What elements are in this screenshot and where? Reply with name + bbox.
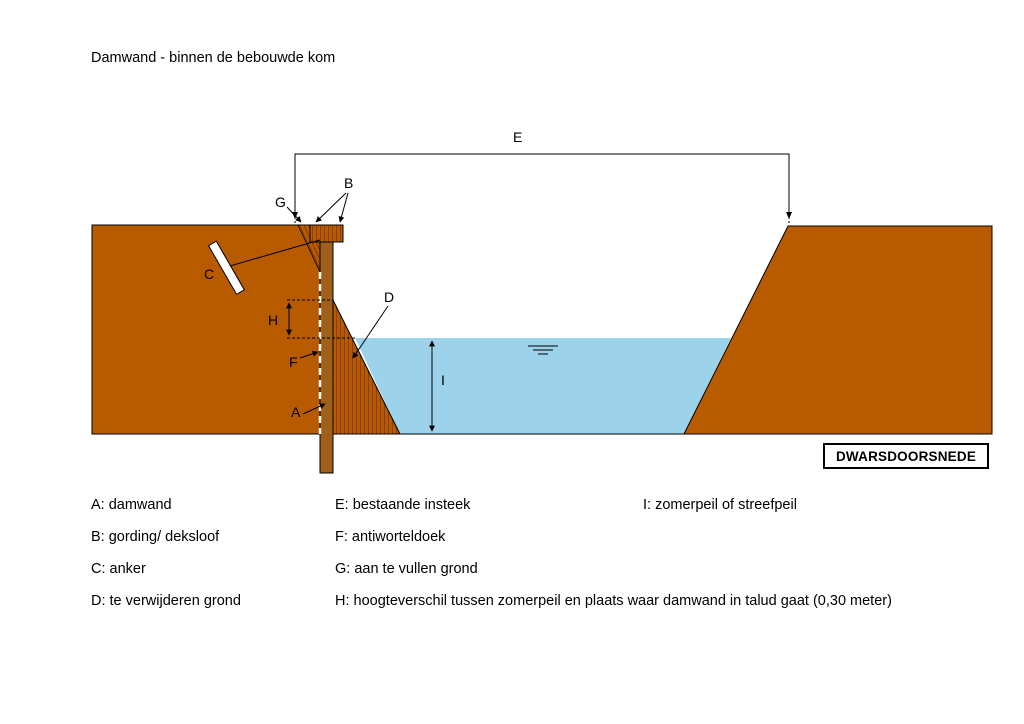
legend-item-b: B: gording/ deksloof	[91, 529, 220, 545]
anchor-c	[207, 239, 321, 295]
section-label: DWARSDOORSNEDE	[823, 443, 989, 469]
label-d: D	[384, 289, 394, 305]
label-g: G	[275, 194, 286, 210]
leader-a	[302, 403, 326, 415]
right-soil-mass	[683, 225, 993, 435]
dimension-e	[292, 153, 792, 225]
left-soil-mass	[91, 224, 321, 435]
label-b: B	[344, 175, 353, 191]
label-a: A	[291, 404, 301, 420]
label-f: F	[289, 354, 298, 370]
label-i: I	[441, 372, 445, 388]
legend: A: damwand B: gording/ deksloof C: anker…	[91, 497, 991, 627]
label-h: H	[268, 312, 278, 328]
page-title: Damwand - binnen de bebouwde kom	[91, 50, 336, 66]
water-level-icon	[528, 345, 558, 355]
leader-b-1	[315, 192, 347, 223]
leader-f	[299, 350, 319, 359]
sheet-pile-a	[319, 224, 334, 474]
label-e: E	[513, 129, 522, 145]
legend-item-d: D: te verwijderen grond	[91, 593, 241, 609]
legend-item-a: A: damwand	[91, 497, 172, 513]
water-body	[355, 338, 731, 434]
legend-item-e: E: bestaande insteek	[335, 497, 471, 513]
legend-item-g: G: aan te vullen grond	[335, 561, 478, 577]
leader-b-2	[338, 192, 349, 223]
leader-d	[352, 305, 389, 359]
legend-item-c: C: anker	[91, 561, 146, 577]
legend-item-f: F: antiworteldoek	[335, 529, 446, 545]
cap-beam-b	[309, 224, 344, 243]
legend-item-h: H: hoogteverschil tussen zomerpeil en pl…	[335, 593, 892, 609]
legend-item-i: I: zomerpeil of streefpeil	[643, 497, 797, 513]
leader-g	[286, 206, 302, 223]
dimension-h	[286, 299, 355, 339]
label-c: C	[204, 266, 214, 282]
